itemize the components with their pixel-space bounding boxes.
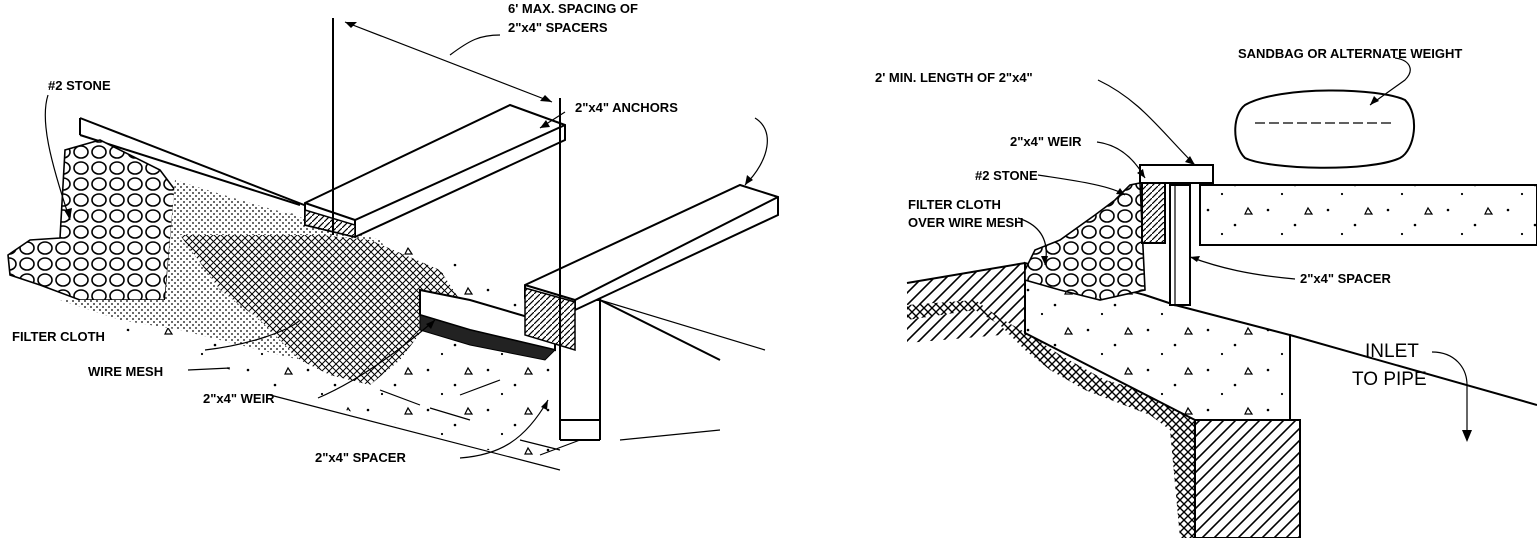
inlet-wall (1024, 261, 1291, 421)
spacer-label-right: 2"x4" SPACER (1300, 271, 1391, 286)
left-detail: 6' MAX. SPACING OF 2"x4" SPACERS #2 STON… (7, 1, 779, 471)
weir-label: 2"x4" WEIR (203, 391, 275, 406)
stone-pile (7, 139, 176, 301)
right-detail: SANDBAG OR ALTERNATE WEIGHT 2' MIN. LENG… (875, 46, 1537, 538)
spacing-label-line-2: 2"x4" SPACERS (508, 20, 608, 35)
slab-section (1199, 184, 1537, 246)
sandbag (1234, 89, 1416, 169)
filter-cloth-label: FILTER CLOTH (12, 329, 105, 344)
stone-pile-section (1024, 182, 1146, 301)
anchor-board-2 (524, 183, 779, 312)
anchors-label: 2"x4" ANCHORS (575, 100, 678, 115)
weir-section (1141, 182, 1166, 244)
spacing-label-line-1: 6' MAX. SPACING OF (508, 1, 638, 16)
sandbag-label: SANDBAG OR ALTERNATE WEIGHT (1238, 46, 1462, 61)
spacer-section (1169, 184, 1191, 306)
spacer-label: 2"x4" SPACER (315, 450, 406, 465)
inlet-label-line-2: TO PIPE (1352, 369, 1427, 390)
top-board (1139, 164, 1214, 184)
filter-cloth-label-right-1: FILTER CLOTH (908, 197, 1001, 212)
min-length-label: 2' MIN. LENGTH OF 2"x4" (875, 70, 1033, 85)
inlet-label-line-1: INLET (1365, 341, 1419, 362)
stone-label-right: #2 STONE (975, 168, 1038, 183)
inlet-wall-hatch (1194, 419, 1301, 538)
filter-cloth-label-right-2: OVER WIRE MESH (908, 215, 1024, 230)
wire-mesh-label: WIRE MESH (88, 364, 163, 379)
wire-mesh (180, 235, 460, 385)
weir-label-right: 2"x4" WEIR (1010, 134, 1082, 149)
stone-label: #2 STONE (48, 78, 111, 93)
